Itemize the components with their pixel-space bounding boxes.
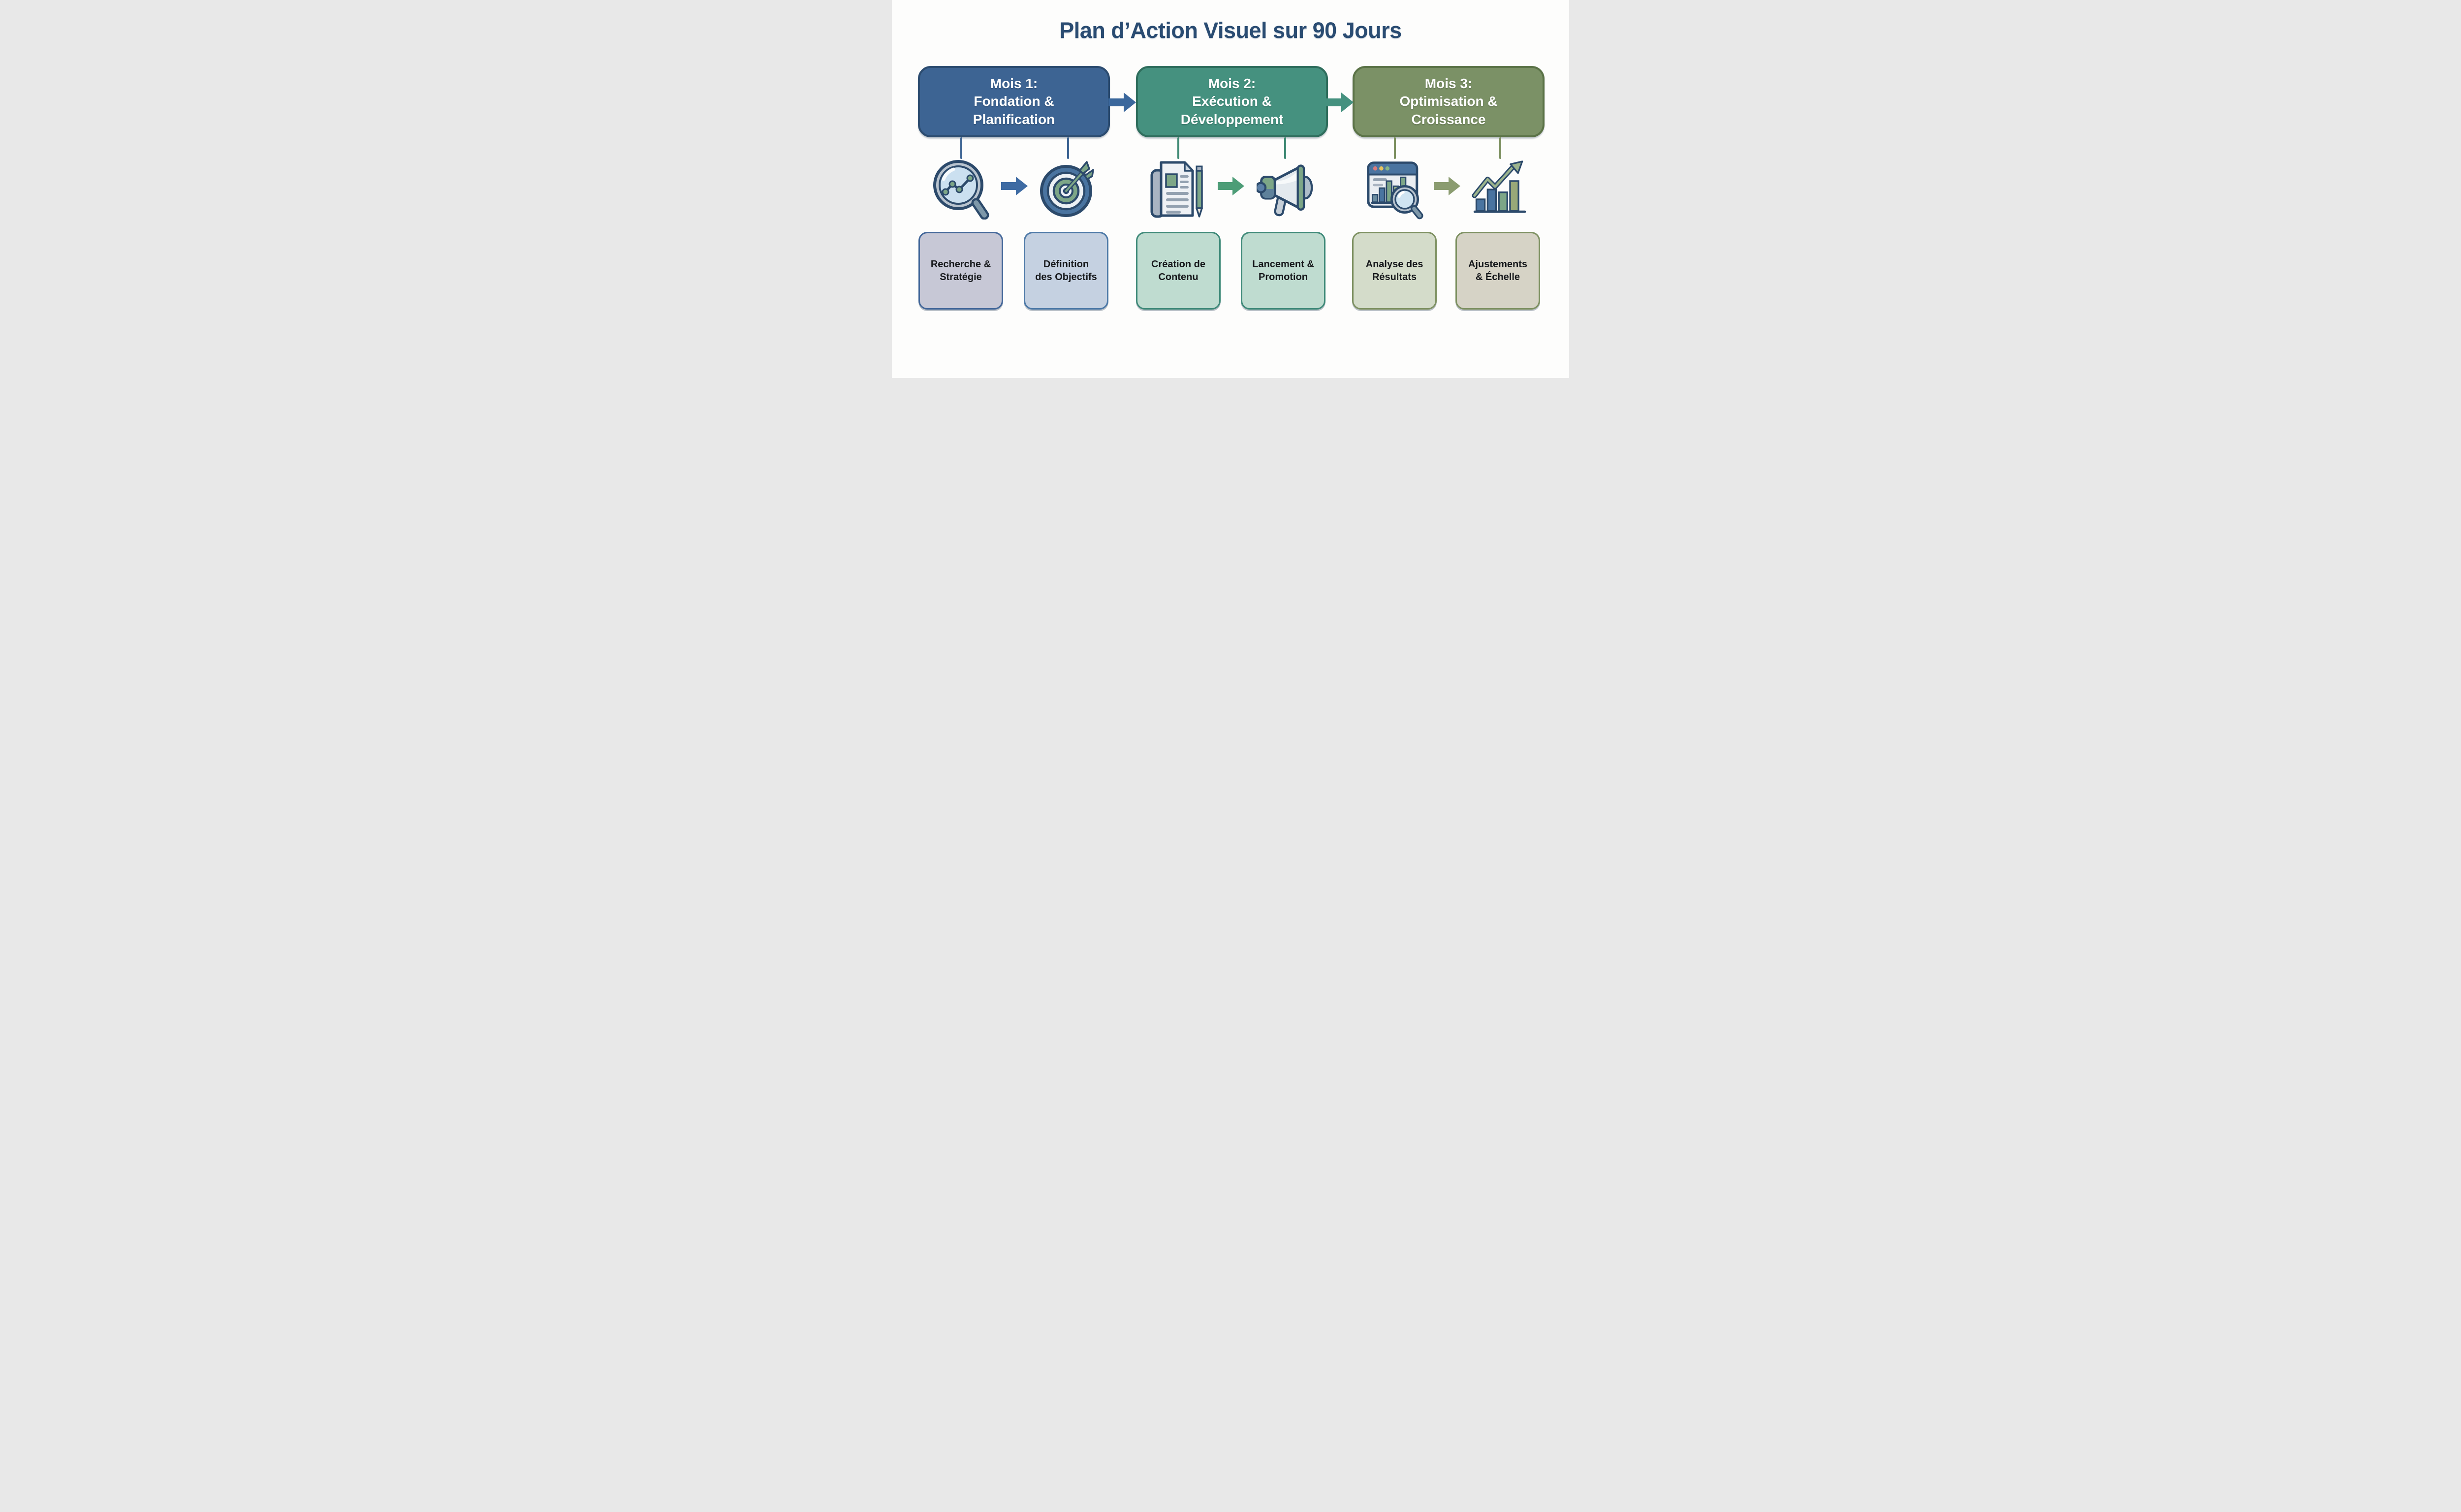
connector-line — [1177, 137, 1179, 159]
step-label: Analyse des Résultats — [1365, 258, 1423, 283]
step-box-ajustements-echelle: Ajustements & Échelle — [1455, 232, 1540, 310]
connector-line — [1284, 137, 1286, 159]
step-box-creation-contenu: Création de Contenu — [1136, 232, 1221, 310]
connector-line — [960, 137, 962, 159]
step-label: Lancement & Promotion — [1252, 258, 1314, 283]
phase-label-month-3: Mois 3: Optimisation & Croissance — [1399, 75, 1498, 127]
connector-line — [1394, 137, 1396, 159]
step-box-lancement-promotion: Lancement & Promotion — [1241, 232, 1325, 310]
phase-box-month-3: Mois 3: Optimisation & Croissance — [1353, 66, 1545, 137]
phase-box-month-1: Mois 1: Fondation & Planification — [918, 66, 1110, 137]
arrow-right-icon — [1001, 177, 1028, 195]
search-analytics-icon — [933, 160, 989, 220]
step-label: Ajustements & Échelle — [1468, 258, 1528, 283]
phase-label-month-1: Mois 1: Fondation & Planification — [973, 75, 1055, 127]
connector-line — [1067, 137, 1069, 159]
growth-chart-icon — [1472, 160, 1526, 213]
document-pencil-icon — [1150, 161, 1203, 218]
arrow-right-icon — [1434, 177, 1460, 195]
megaphone-icon — [1257, 164, 1313, 217]
step-label: Définition des Objectifs — [1035, 258, 1097, 283]
step-box-analyse-resultats: Analyse des Résultats — [1352, 232, 1437, 310]
step-label: Recherche & Stratégie — [930, 258, 991, 283]
phase-box-month-2: Mois 2: Exécution & Développement — [1136, 66, 1328, 137]
target-goal-icon — [1040, 161, 1094, 217]
connector-line — [1499, 137, 1501, 159]
infographic-canvas: Plan d’Action Visuel sur 90 Jours Mois 1… — [892, 0, 1569, 378]
page-title: Plan d’Action Visuel sur 90 Jours — [1059, 18, 1402, 43]
step-box-definition-objectifs: Définition des Objectifs — [1024, 232, 1108, 310]
arrow-right-icon — [1218, 177, 1244, 195]
step-label: Création de Contenu — [1151, 258, 1206, 283]
step-box-recherche-strategie: Recherche & Stratégie — [918, 232, 1003, 310]
phase-label-month-2: Mois 2: Exécution & Développement — [1180, 75, 1284, 127]
arrow-right-icon — [1326, 93, 1354, 112]
analytics-dashboard-icon — [1367, 161, 1423, 220]
arrow-right-icon — [1108, 93, 1136, 112]
